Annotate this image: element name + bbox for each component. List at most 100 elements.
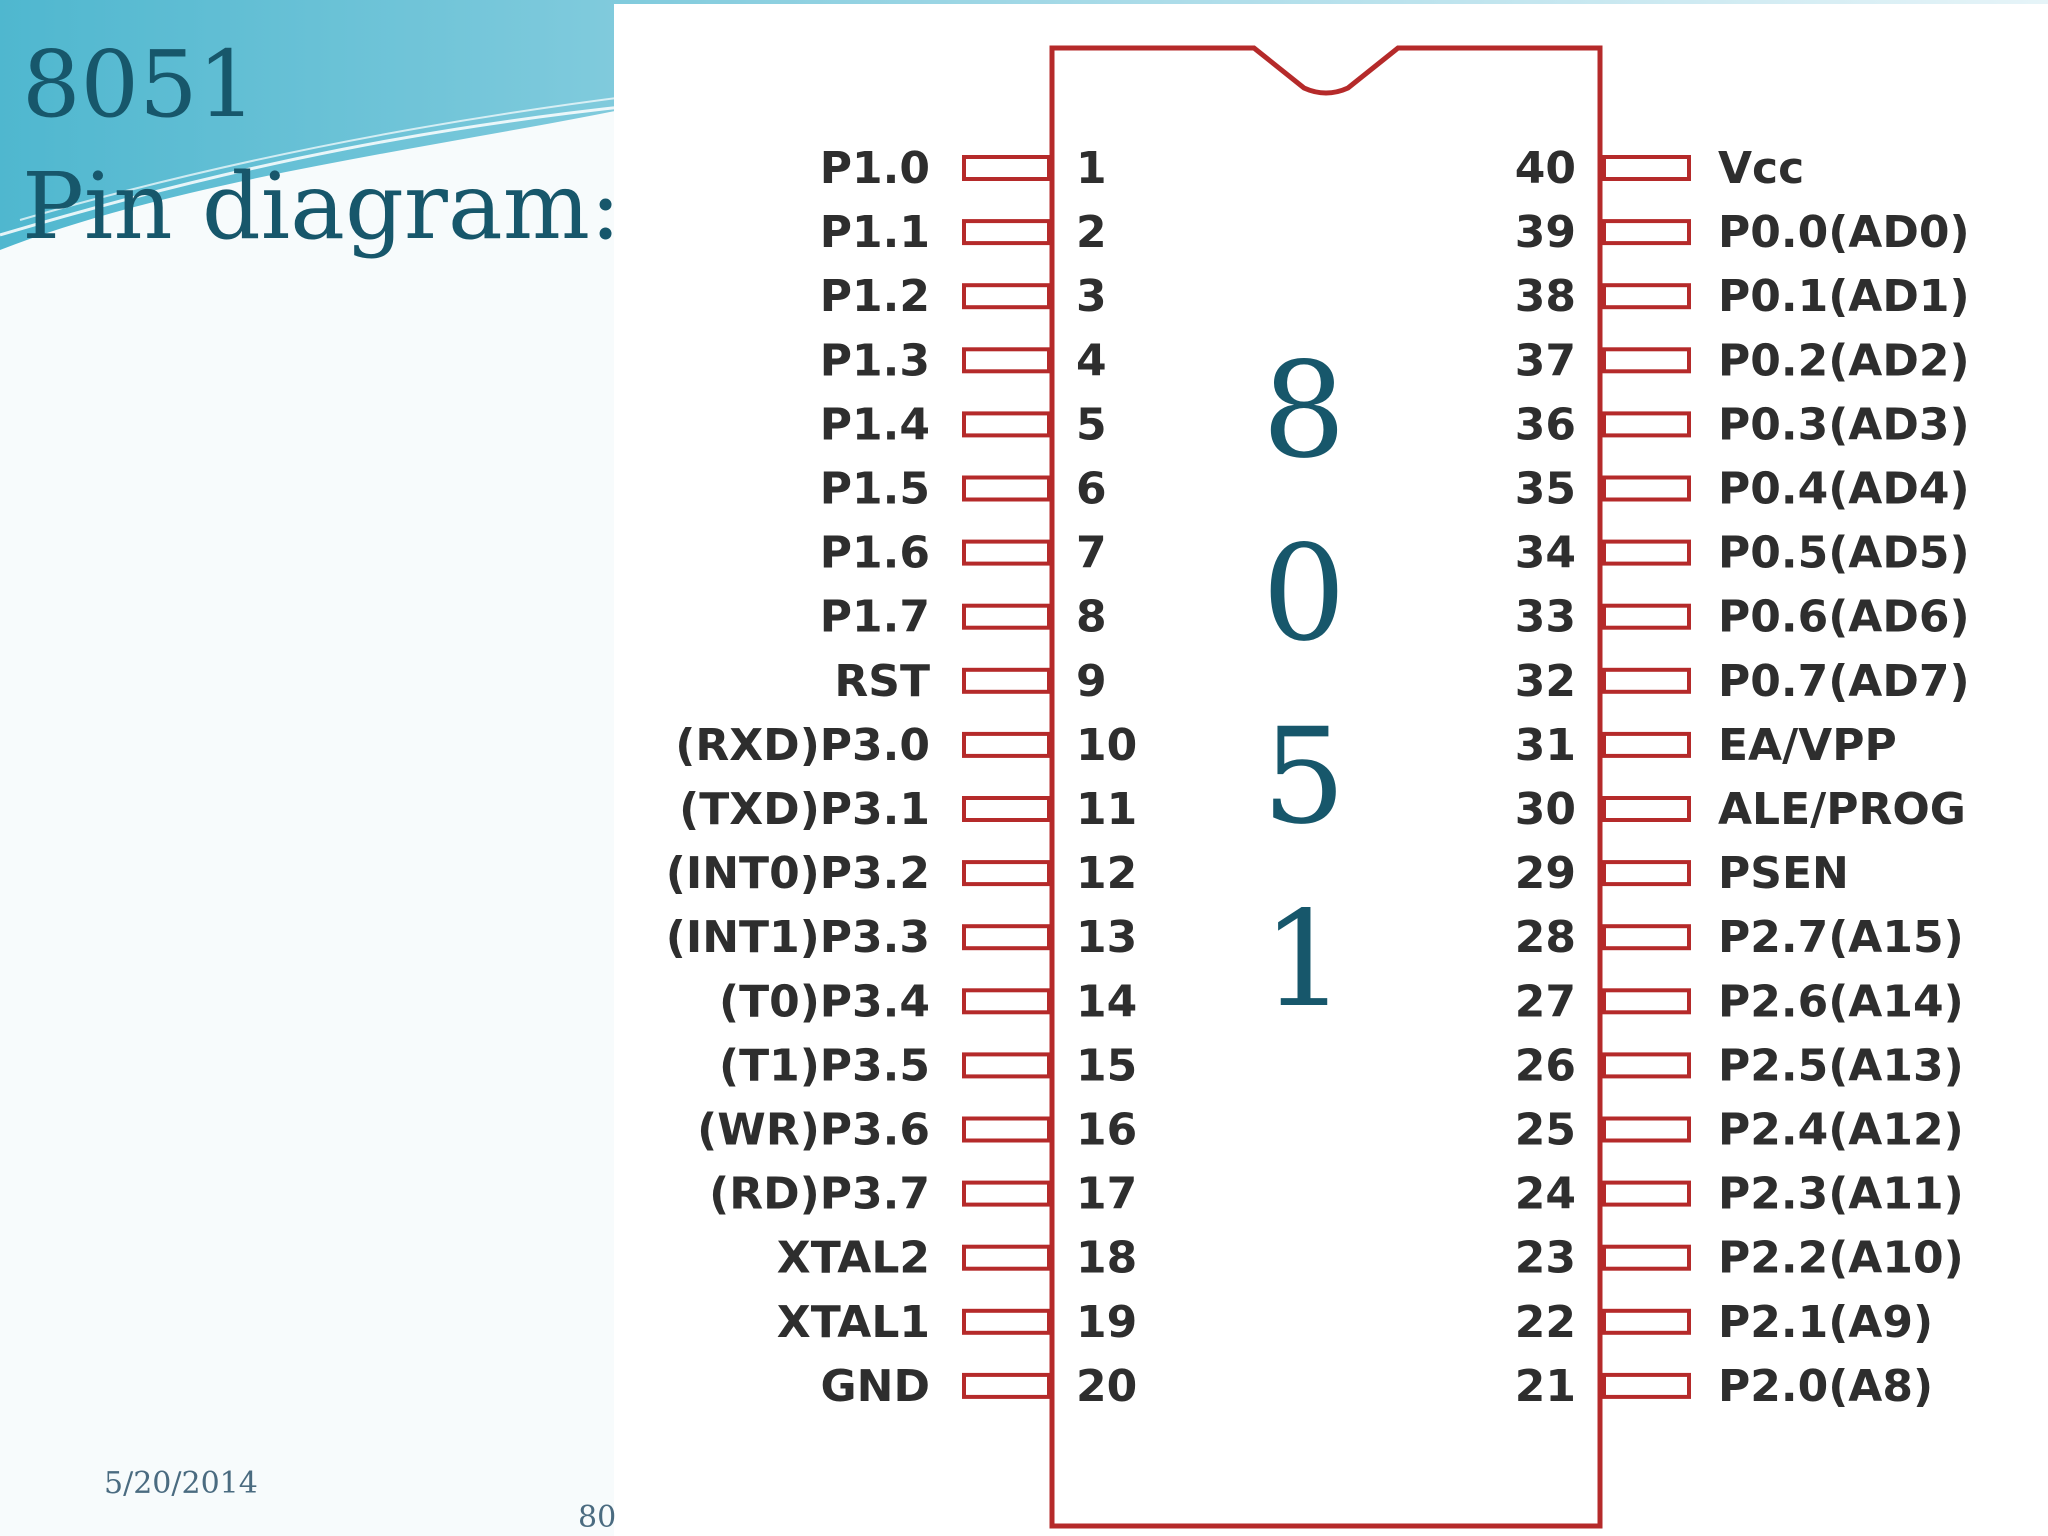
pin-number: 23 [1515, 1233, 1576, 1284]
pin-number: 27 [1515, 976, 1576, 1027]
pin-lead [1602, 796, 1691, 822]
pin-label: P0.5(AD5) [1718, 528, 1970, 579]
pin-number: 25 [1515, 1105, 1576, 1156]
pin-label: PSEN [1718, 848, 1849, 899]
pin-label: (INT1)P3.3 [666, 912, 930, 963]
pin-number: 18 [1076, 1233, 1137, 1284]
pin-number: 32 [1515, 656, 1576, 707]
pin-number: 7 [1076, 528, 1107, 579]
chip-name-char: 5 [1262, 700, 1346, 854]
chip-name-char: 8 [1262, 334, 1346, 488]
pin-label: P2.4(A12) [1718, 1105, 1964, 1156]
pin-lead [962, 667, 1051, 694]
pin-number: 14 [1076, 976, 1137, 1027]
pin-lead [1602, 219, 1691, 246]
pin-label: P0.6(AD6) [1718, 592, 1970, 643]
slide-title-line-2: Pin diagram:- [22, 153, 653, 260]
slide-page-number: 80 [578, 1500, 617, 1535]
pin-number: 8 [1076, 592, 1107, 643]
pin-number: 29 [1515, 848, 1576, 899]
pin-lead [962, 1116, 1051, 1143]
pin-label: P2.2(A10) [1718, 1233, 1964, 1284]
pin-lead [1602, 860, 1691, 887]
pin-label: ALE/PROG [1718, 784, 1966, 835]
pin-number: 30 [1515, 784, 1576, 835]
pin-number: 35 [1515, 464, 1576, 515]
pin-number: 4 [1076, 335, 1107, 386]
pin-lead [1602, 1180, 1691, 1207]
wave-line [19, 94, 641, 221]
slide-date: 5/20/2014 [104, 1466, 258, 1501]
pin-label: P2.7(A15) [1718, 912, 1964, 963]
pin-number: 6 [1076, 464, 1107, 515]
pin-label: P0.4(AD4) [1718, 464, 1970, 515]
pin-lead [1602, 155, 1691, 181]
pin-label: P2.6(A14) [1718, 976, 1964, 1027]
pin-lead [1602, 1308, 1691, 1335]
pin-lead [1602, 667, 1691, 694]
pin-label: P0.3(AD3) [1718, 399, 1970, 450]
pin-label: P1.4 [820, 399, 930, 450]
pin-number: 33 [1515, 592, 1576, 643]
pin-label: P0.2(AD2) [1718, 335, 1970, 386]
pin-lead [962, 860, 1051, 887]
pin-lead [962, 796, 1051, 822]
pin-number: 40 [1515, 143, 1576, 194]
wave-line [0, 103, 641, 237]
pin-lead [1602, 475, 1691, 502]
pin-lead [962, 1244, 1051, 1271]
slide-title: 8051 Pin diagram:- [22, 24, 652, 268]
pin-lead [962, 539, 1051, 566]
pin-lead [962, 1308, 1051, 1335]
pin-number: 13 [1076, 912, 1137, 963]
pin-lead [962, 603, 1051, 630]
pin-number: 39 [1515, 207, 1576, 258]
pin-label: P1.2 [820, 271, 930, 322]
pin-lead [962, 475, 1051, 502]
pin-number: 17 [1076, 1169, 1137, 1220]
pin-lead [1602, 1052, 1691, 1079]
pin-label: RST [834, 656, 930, 707]
pin-diagram: 80511P1.02P1.13P1.24P1.35P1.46P1.57P1.68… [666, 45, 1970, 1529]
pin-label: XTAL2 [777, 1233, 930, 1284]
chip-name-char: 0 [1262, 517, 1346, 671]
pin-number: 19 [1076, 1297, 1137, 1348]
pin-lead [1602, 1116, 1691, 1143]
pin-lead [1602, 411, 1691, 438]
pin-lead [1602, 539, 1691, 566]
wave-shape [0, 0, 2048, 250]
pin-label: P1.5 [820, 464, 930, 515]
pin-lead [962, 1052, 1051, 1079]
pin-lead [962, 347, 1051, 374]
pin-label: P1.3 [820, 335, 930, 386]
slide-title-line-1: 8051 [22, 31, 257, 138]
pin-label: (T0)P3.4 [719, 976, 930, 1027]
pin-label: P2.0(A8) [1718, 1361, 1933, 1412]
pin-number: 20 [1076, 1361, 1137, 1412]
pin-lead [1602, 1372, 1691, 1399]
pin-number: 24 [1515, 1169, 1576, 1220]
pin-label: P0.0(AD0) [1718, 207, 1970, 258]
pin-number: 11 [1076, 784, 1137, 835]
pin-number: 34 [1515, 528, 1576, 579]
pin-label: (RXD)P3.0 [675, 720, 930, 771]
pin-number: 9 [1076, 656, 1107, 707]
pin-label: EA/VPP [1718, 720, 1897, 771]
pin-label: P2.3(A11) [1718, 1169, 1964, 1220]
pin-number: 37 [1515, 335, 1576, 386]
pin-number: 38 [1515, 271, 1576, 322]
pin-number: 10 [1076, 720, 1137, 771]
pin-label: P0.1(AD1) [1718, 271, 1970, 322]
pin-lead [962, 283, 1051, 310]
pin-number: 12 [1076, 848, 1137, 899]
pin-label: XTAL1 [777, 1297, 930, 1348]
pin-label: GND [821, 1361, 930, 1412]
pin-number: 2 [1076, 207, 1107, 258]
pin-lead [1602, 1244, 1691, 1271]
pin-label: (RD)P3.7 [709, 1169, 930, 1220]
pin-lead [1602, 603, 1691, 630]
chip-body [1049, 45, 1603, 1529]
pin-label: P1.1 [820, 207, 930, 258]
pin-lead [1602, 347, 1691, 374]
pin-label: (WR)P3.6 [697, 1105, 930, 1156]
